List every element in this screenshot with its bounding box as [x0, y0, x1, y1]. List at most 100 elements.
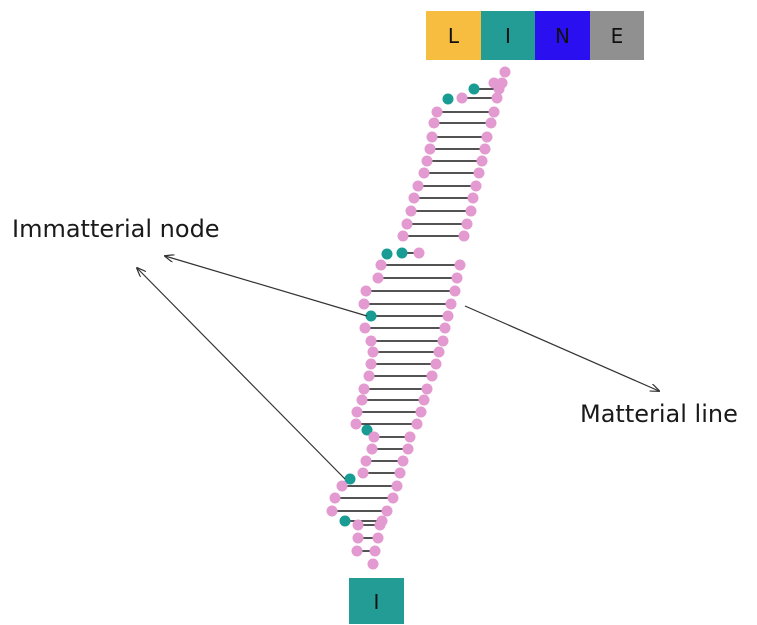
material-node	[488, 106, 500, 118]
tile-e-box	[590, 11, 644, 60]
material-node	[404, 431, 416, 443]
material-node	[387, 492, 399, 504]
annotation-arrows	[137, 256, 659, 480]
immaterial-node	[468, 83, 480, 95]
material-node	[418, 167, 430, 179]
tile-i-letter: I	[505, 24, 511, 48]
bottom-tile-box	[349, 578, 404, 624]
material-node	[405, 205, 417, 217]
material-node	[421, 383, 433, 395]
tile-i-box	[481, 11, 535, 60]
material-node	[421, 155, 433, 167]
material-node	[357, 467, 369, 479]
material-node	[391, 480, 403, 492]
tile-l-letter: L	[448, 24, 460, 48]
material-node	[329, 492, 341, 504]
material-node	[481, 131, 493, 143]
material-node	[367, 346, 379, 358]
material-node	[397, 455, 409, 467]
material-node	[411, 418, 423, 430]
material-node	[437, 335, 449, 347]
bottom-tile: I	[349, 578, 404, 624]
tile-i: I	[481, 11, 535, 60]
material-node	[359, 322, 371, 334]
material-node	[499, 66, 511, 78]
material-node	[493, 83, 505, 95]
bottom-tile-letter: I	[374, 590, 380, 614]
material-node	[461, 218, 473, 230]
material-node	[439, 322, 451, 334]
material-node	[366, 443, 378, 455]
immaterial-node-arrow-upper	[165, 256, 368, 317]
material-node	[412, 180, 424, 192]
material-node	[368, 431, 380, 443]
material-node	[397, 230, 409, 242]
material-node	[467, 192, 479, 204]
tile-e: E	[590, 11, 644, 60]
tile-l: L	[426, 11, 481, 60]
material-node	[428, 117, 440, 129]
material-node	[402, 443, 414, 455]
immaterial-node	[396, 247, 408, 259]
material-node	[358, 298, 370, 310]
immaterial-node-label: Immatterial node	[12, 215, 220, 243]
material-node	[465, 205, 477, 217]
material-node	[413, 247, 425, 259]
material-node	[381, 505, 393, 517]
material-node	[473, 167, 485, 179]
material-node	[458, 230, 470, 242]
material-node	[350, 418, 362, 430]
material-node	[374, 519, 386, 531]
immaterial-node	[442, 93, 454, 105]
material-node	[365, 358, 377, 370]
material-node	[456, 92, 468, 104]
material-node	[470, 180, 482, 192]
material-node	[351, 545, 363, 557]
immaterial-node	[344, 473, 356, 485]
material-node	[431, 106, 443, 118]
material-node	[418, 394, 430, 406]
material-node	[367, 558, 379, 570]
tile-n: N	[535, 11, 590, 60]
material-node	[360, 285, 372, 297]
ladder-nodes	[326, 66, 511, 570]
material-node	[415, 406, 427, 418]
material-node	[454, 259, 466, 271]
material-node	[451, 272, 463, 284]
material-node	[372, 532, 384, 544]
tile-e-letter: E	[611, 24, 624, 48]
material-node	[365, 335, 377, 347]
tile-n-letter: N	[555, 24, 570, 48]
tile-n-box	[535, 11, 590, 60]
material-node	[485, 117, 497, 129]
material-node	[352, 532, 364, 544]
material-node	[351, 406, 363, 418]
material-node	[449, 285, 461, 297]
material-node	[426, 370, 438, 382]
material-node	[369, 545, 381, 557]
material-node	[479, 143, 491, 155]
material-node	[476, 155, 488, 167]
material-node	[401, 218, 413, 230]
material-node	[375, 259, 387, 271]
top-tiles: L I N E	[426, 11, 644, 60]
immaterial-node	[361, 424, 373, 436]
material-node	[336, 480, 348, 492]
material-node	[363, 370, 375, 382]
material-line-label: Matterial line	[580, 400, 738, 428]
immaterial-node	[381, 248, 393, 260]
material-node	[372, 272, 384, 284]
material-node	[360, 455, 372, 467]
material-node	[424, 143, 436, 155]
material-node	[445, 298, 457, 310]
immaterial-node-arrow-lower	[137, 268, 346, 480]
material-node	[430, 358, 442, 370]
material-node	[356, 394, 368, 406]
immaterial-node	[365, 310, 377, 322]
material-node	[394, 467, 406, 479]
material-node	[442, 310, 454, 322]
material-node	[326, 505, 338, 517]
material-node	[433, 346, 445, 358]
material-node	[491, 92, 503, 104]
